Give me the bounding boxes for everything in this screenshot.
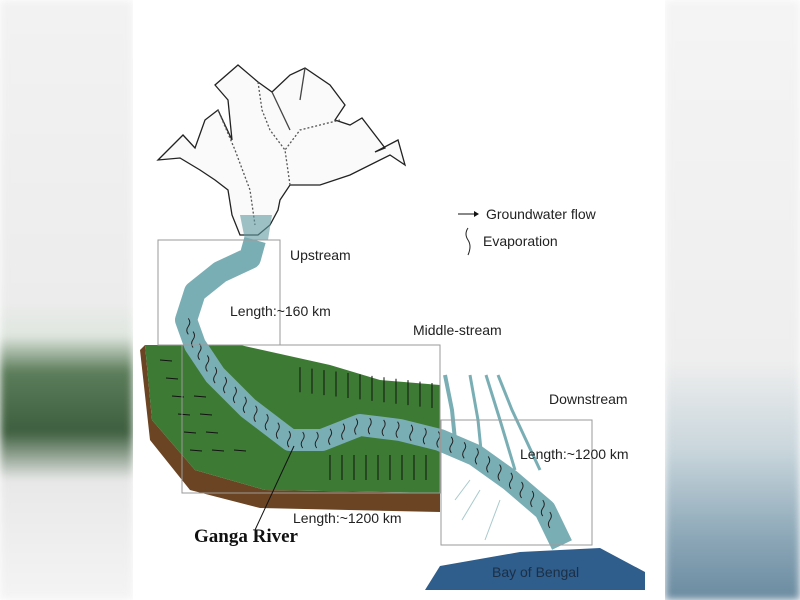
evaporation-mark <box>354 418 359 435</box>
groundwater-arrow <box>199 413 213 416</box>
evaporation-mark <box>409 424 414 442</box>
evaporation-mark <box>314 431 319 449</box>
river-pointer-line <box>254 445 295 531</box>
groundwater-arrow <box>193 395 207 398</box>
evaporation-mark <box>540 499 545 517</box>
evaporation-mark <box>530 490 535 508</box>
evaporation-marks <box>186 318 552 529</box>
evaporation-mark <box>186 318 191 335</box>
evaporation-mark <box>341 423 346 440</box>
groundwater-arrow <box>211 449 225 452</box>
legend-evaporation: Evaporation <box>483 233 558 249</box>
evaporation-mark <box>381 419 386 437</box>
evaporation-mark <box>449 436 454 454</box>
evaporation-mark <box>395 421 400 438</box>
evaporation-mark <box>253 405 258 423</box>
upstream-length: Length:~160 km <box>230 303 331 319</box>
evaporation-mark <box>497 464 502 481</box>
evaporation-mark <box>275 422 280 440</box>
upstream-label: Upstream <box>290 247 351 263</box>
soil-layer <box>140 345 440 512</box>
middle-stream-label: Middle-stream <box>413 322 502 338</box>
groundwater-arrow <box>177 413 191 416</box>
evaporation-mark <box>223 376 228 394</box>
evaporation-mark <box>474 447 479 465</box>
legend: Groundwater flow Evaporation <box>458 206 597 256</box>
bay-label: Bay of Bengal <box>492 564 579 580</box>
groundwater-arrow <box>205 431 219 434</box>
groundwater-arrow <box>233 449 247 452</box>
wavy-line-icon <box>465 227 471 256</box>
evaporation-mark <box>286 430 291 448</box>
evaporation-mark <box>367 417 372 435</box>
evaporation-mark <box>205 355 210 372</box>
downstream-label: Downstream <box>549 391 628 407</box>
himalaya-mountains <box>156 64 407 236</box>
evaporation-mark <box>264 413 269 431</box>
arrow-icon-head <box>474 211 479 217</box>
river-name-label: Ganga River <box>194 526 299 547</box>
middle-stream-length: Length:~1200 km <box>293 510 402 526</box>
glacier-melt <box>240 215 272 240</box>
evaporation-mark <box>300 431 305 449</box>
downstream-box <box>440 419 593 546</box>
middle-stream-box <box>181 344 441 494</box>
evaporation-mark <box>508 472 513 490</box>
groundwater-arrows <box>159 359 433 480</box>
evaporation-mark <box>462 442 467 459</box>
evaporation-mark <box>519 481 524 499</box>
blurred-background-left <box>0 0 133 600</box>
evaporation-mark <box>486 456 491 473</box>
groundwater-arrow <box>159 359 173 362</box>
evaporation-mark <box>328 428 333 446</box>
blurred-background-right <box>665 0 800 600</box>
groundwater-arrow <box>165 377 179 380</box>
evaporation-mark <box>197 343 202 361</box>
groundwater-arrow <box>189 449 203 452</box>
ganga-river <box>175 237 572 550</box>
groundwater-arrow <box>183 431 197 434</box>
evaporation-mark <box>242 396 247 414</box>
evaporation-mark <box>422 427 427 445</box>
evaporation-mark <box>547 511 552 529</box>
bay-of-bengal <box>425 548 645 590</box>
legend-groundwater-flow: Groundwater flow <box>486 206 597 222</box>
evaporation-mark <box>232 386 237 404</box>
downstream-length: Length:~1200 km <box>520 446 629 462</box>
evaporation-mark <box>213 366 218 384</box>
